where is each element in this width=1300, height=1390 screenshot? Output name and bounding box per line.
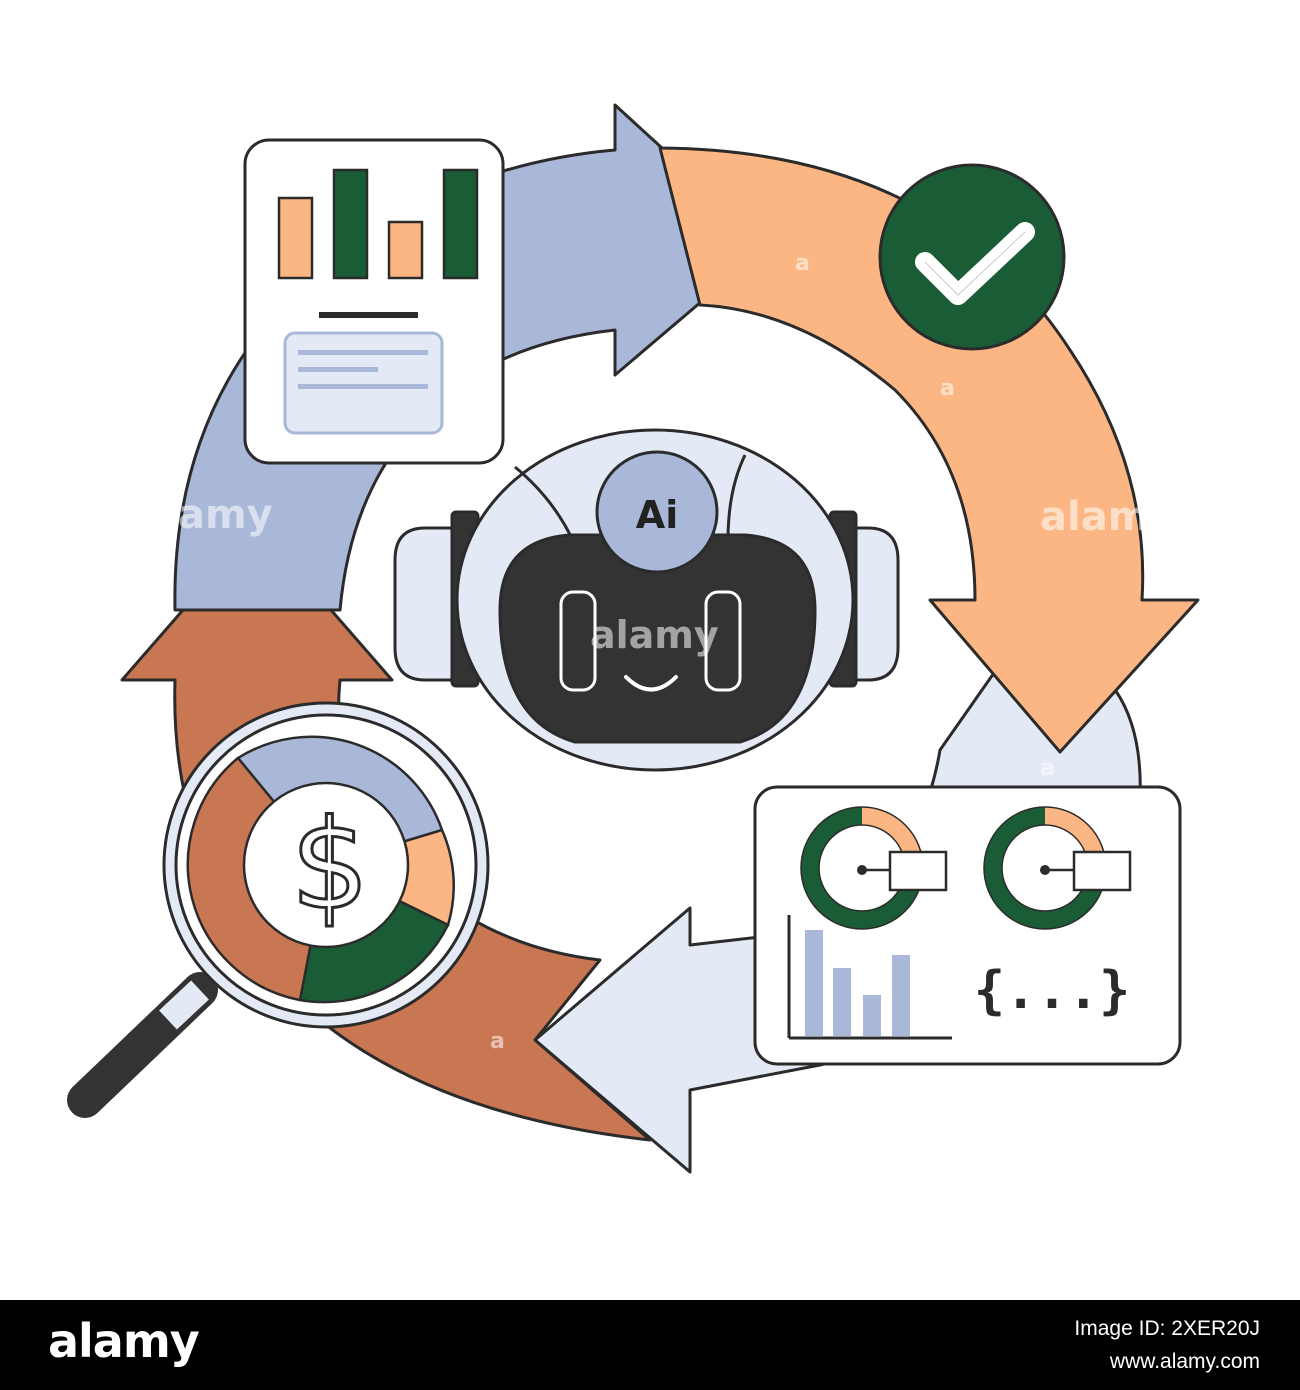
footer-meta: Image ID: 2XER20J www.alamy.com xyxy=(1074,1312,1260,1378)
svg-text:alamy: alamy xyxy=(590,613,719,657)
dashboard-icon xyxy=(753,785,1182,1066)
ai-robot-icon xyxy=(393,428,900,772)
magnifier-dollar-icon xyxy=(67,701,490,1118)
check-circle-icon xyxy=(878,163,1066,351)
gauge-right xyxy=(983,806,1132,930)
stock-footer-bar: alamy Image ID: 2XER20J www.alamy.com xyxy=(0,1300,1300,1390)
site-url: www.alamy.com xyxy=(1109,1350,1260,1373)
cycle-illustration: a a alam amy a a xyxy=(67,103,1200,1174)
alamy-logo: alamy xyxy=(48,1314,200,1368)
svg-text:a: a xyxy=(490,1029,505,1054)
mini-bar-chart xyxy=(787,915,952,1040)
svg-text:a: a xyxy=(940,376,955,401)
svg-text:amy: amy xyxy=(178,492,273,538)
dollar-symbol: $ xyxy=(291,794,370,938)
gauge-left xyxy=(800,806,948,930)
svg-text:a: a xyxy=(795,251,810,276)
svg-text:a: a xyxy=(1040,756,1055,781)
svg-text:alam: alam xyxy=(1040,494,1149,540)
image-id-label: Image ID: 2XER20J xyxy=(1074,1317,1260,1340)
code-braces-label: {...} xyxy=(974,961,1131,1021)
report-chart-icon xyxy=(243,138,505,465)
robot-badge-label: Ai xyxy=(636,493,678,537)
